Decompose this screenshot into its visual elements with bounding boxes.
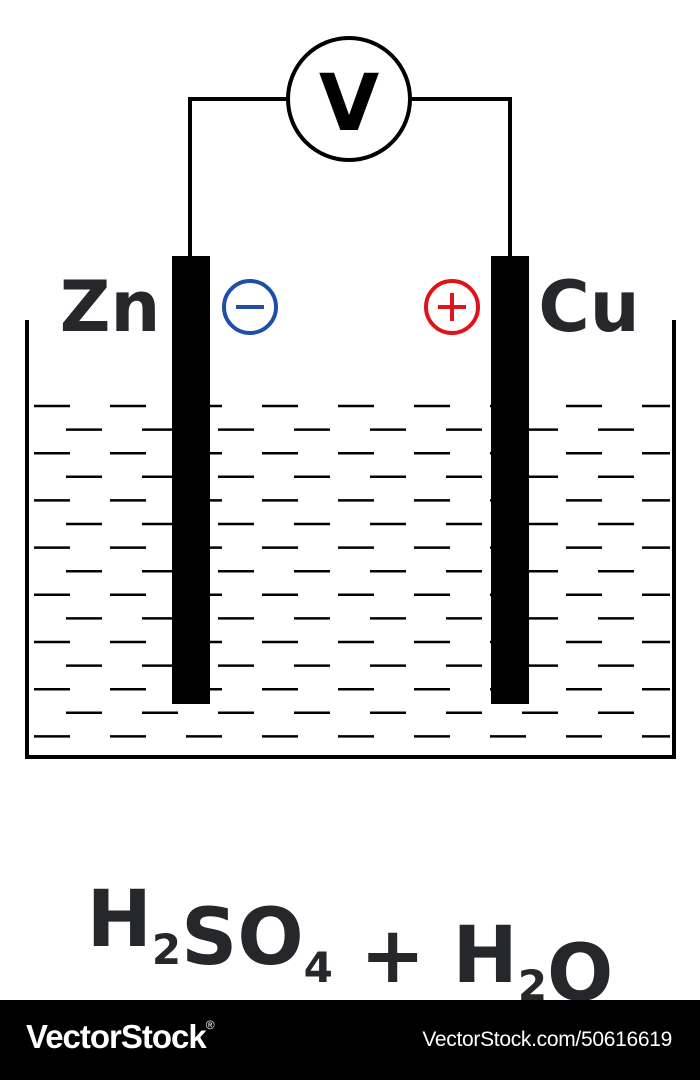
beaker xyxy=(25,320,676,759)
formula-subscript: 2 xyxy=(518,961,547,1000)
copper-electrode xyxy=(491,256,529,704)
formula-subscript: 2 xyxy=(152,925,181,974)
voltmeter-circle xyxy=(286,36,412,162)
image-id-url: VectorStock.com/50616619 xyxy=(422,1028,672,1051)
watermark-footer: VectorStock® VectorStock.com/50616619 xyxy=(0,1000,700,1080)
electrolyte-liquid xyxy=(34,404,670,738)
solution-formula: H2SO4 + H2O xyxy=(87,875,614,1000)
formula-part: + xyxy=(333,911,453,1000)
formula-part: H xyxy=(87,875,152,965)
zinc-label: Zn xyxy=(60,266,161,348)
formula-part: O xyxy=(547,929,613,1000)
formula-part: H xyxy=(453,911,518,1000)
formula-part: SO xyxy=(181,893,303,983)
brand-mark: ® xyxy=(205,1018,215,1032)
galvanic-cell-diagram: V Zn Cu H2SO4 + H2O xyxy=(25,36,676,1000)
wire-left xyxy=(188,97,288,258)
voltmeter-symbol: V xyxy=(319,59,379,149)
brand-name: VectorStock xyxy=(26,1018,207,1055)
brand-logo: VectorStock® xyxy=(26,1018,215,1056)
copper-label: Cu xyxy=(538,266,639,348)
formula-subscript: 4 xyxy=(304,943,333,992)
wire-right xyxy=(410,97,512,258)
negative-sign-icon xyxy=(222,279,278,335)
zinc-electrode xyxy=(172,256,210,704)
voltmeter: V xyxy=(286,36,412,162)
positive-sign-icon xyxy=(424,279,480,335)
